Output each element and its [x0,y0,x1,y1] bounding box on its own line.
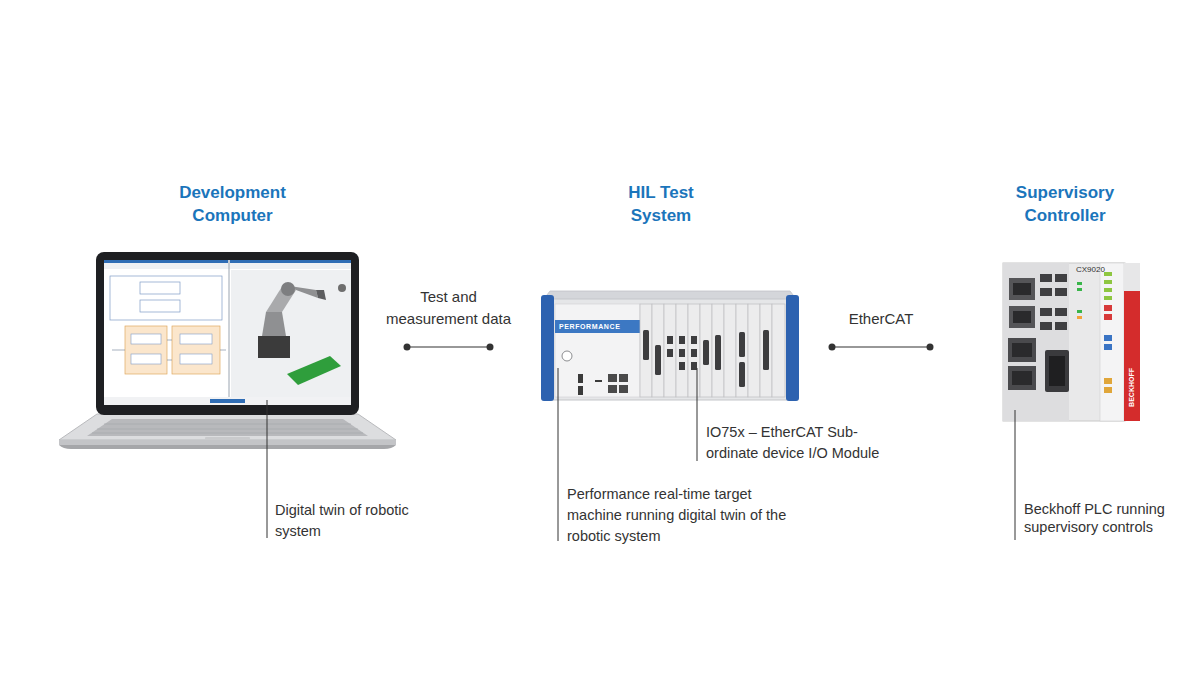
connector-line [832,346,930,347]
hil-chassis-illustration [541,291,799,401]
device-marking: BECKHOFF [1127,368,1137,407]
node-heading: Supervisory Controller [995,178,1135,227]
connector-dot [829,344,836,351]
device-node: Development Computer [58,178,407,458]
device-node: Supervisory Controller [930,178,1200,458]
callout-text: Performance real-time target machine run… [567,484,807,547]
callout-text: Beckhoff PLC running supervisory control… [1024,500,1184,536]
node-heading: HIL Test System [611,178,711,227]
device-marking: PERFORMANCE [559,322,639,331]
plc-controller-illustration [1003,263,1140,421]
connector-dot [487,344,494,351]
callout-text: IO75x – EtherCAT Sub- ordinate device I/… [706,422,896,464]
device-node: HIL Test System [490,178,832,458]
device-marking: CX9020 [1076,265,1116,275]
connector-label: Test and measurement data [384,286,514,330]
laptop-illustration [59,252,396,449]
node-heading: Development Computer [163,178,303,227]
connector-label: EtherCAT [821,308,941,330]
callout-text: Digital twin of robotic system [275,500,455,542]
connector-line [407,346,490,347]
connector-dot [404,344,411,351]
connector-dot [927,344,934,351]
